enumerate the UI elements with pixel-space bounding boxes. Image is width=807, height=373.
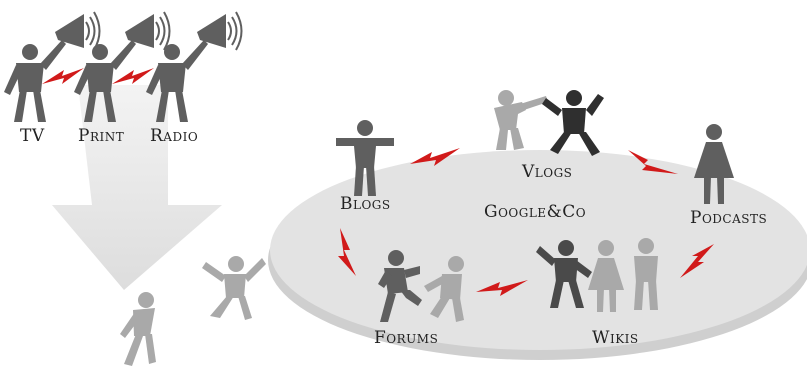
lightning-icon: [476, 280, 528, 296]
lightning-icon: [338, 228, 356, 276]
forums-figure-dark: [378, 250, 422, 322]
wikis-figure-dark: [536, 240, 592, 308]
megaphone-icon: [55, 11, 101, 51]
lightning-icon: [112, 68, 154, 84]
label-forums: Forums: [374, 328, 439, 348]
transition-arrow: [52, 85, 222, 290]
label-print: Print: [78, 126, 125, 146]
megaphone-icon: [125, 11, 171, 51]
forums-figure-light: [424, 256, 464, 322]
tv-figure: [4, 40, 66, 122]
megaphone-icon: [197, 11, 243, 51]
label-wikis: Wikis: [592, 328, 639, 348]
label-vlogs: Vlogs: [522, 162, 573, 182]
print-figure: [74, 40, 136, 122]
label-blogs: Blogs: [340, 194, 391, 214]
jumping-person-figure: [202, 256, 266, 320]
wikis-figure-light: [634, 238, 658, 310]
lightning-icon: [410, 148, 460, 166]
label-podcasts: Podcasts: [690, 208, 768, 228]
vlogs-figure-dark: [542, 90, 604, 156]
lightning-icon: [628, 150, 678, 174]
lightning-icon: [42, 68, 84, 84]
label-googleco: Google&Co: [484, 202, 587, 222]
walking-person-figure: [120, 292, 156, 366]
blogs-figure: [336, 120, 394, 196]
radio-figure: [146, 40, 208, 122]
wikis-figure-female: [588, 240, 624, 312]
vlogs-figure-light: [494, 90, 548, 150]
podcasts-figure: [694, 124, 734, 204]
label-radio: Radio: [150, 126, 199, 146]
lightning-icon: [680, 244, 714, 278]
label-tv: TV: [20, 126, 45, 146]
